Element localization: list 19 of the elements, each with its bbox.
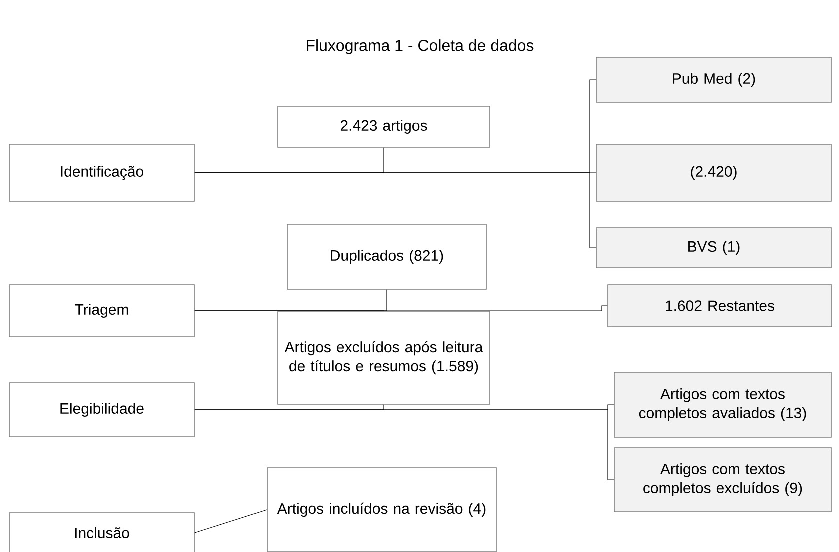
connector-line — [194, 148, 384, 174]
stage-box: Elegibilidade — [9, 382, 195, 438]
connector-line — [194, 404, 384, 410]
count-box: Artigos incluídos na revisão (4) — [267, 468, 497, 552]
result-box: Artigos com textos completos avaliados (13) — [614, 372, 832, 438]
count-box: 2.423 artigos — [278, 106, 490, 148]
result-box: BVS (1) — [596, 228, 832, 268]
result-box: 1.602 Restantes — [608, 284, 832, 328]
connector-line — [194, 310, 384, 312]
count-box: Duplicados (821) — [287, 224, 487, 290]
result-box: Pub Med (2) — [596, 57, 832, 103]
title: Fluxograma 1 - Coleta de dados — [307, 40, 534, 54]
result-box: (2.420) — [596, 144, 832, 202]
stage-box: Inclusão — [9, 512, 195, 552]
stage-box: Triagem — [9, 284, 195, 338]
stage-box: Identificação — [9, 144, 195, 202]
connector-line — [194, 510, 268, 534]
count-box: Artigos excluídos após leitura de títulos e resumos (1.589) — [278, 311, 490, 405]
result-box: Artigos com textos completos excluídos (9) — [614, 448, 832, 512]
